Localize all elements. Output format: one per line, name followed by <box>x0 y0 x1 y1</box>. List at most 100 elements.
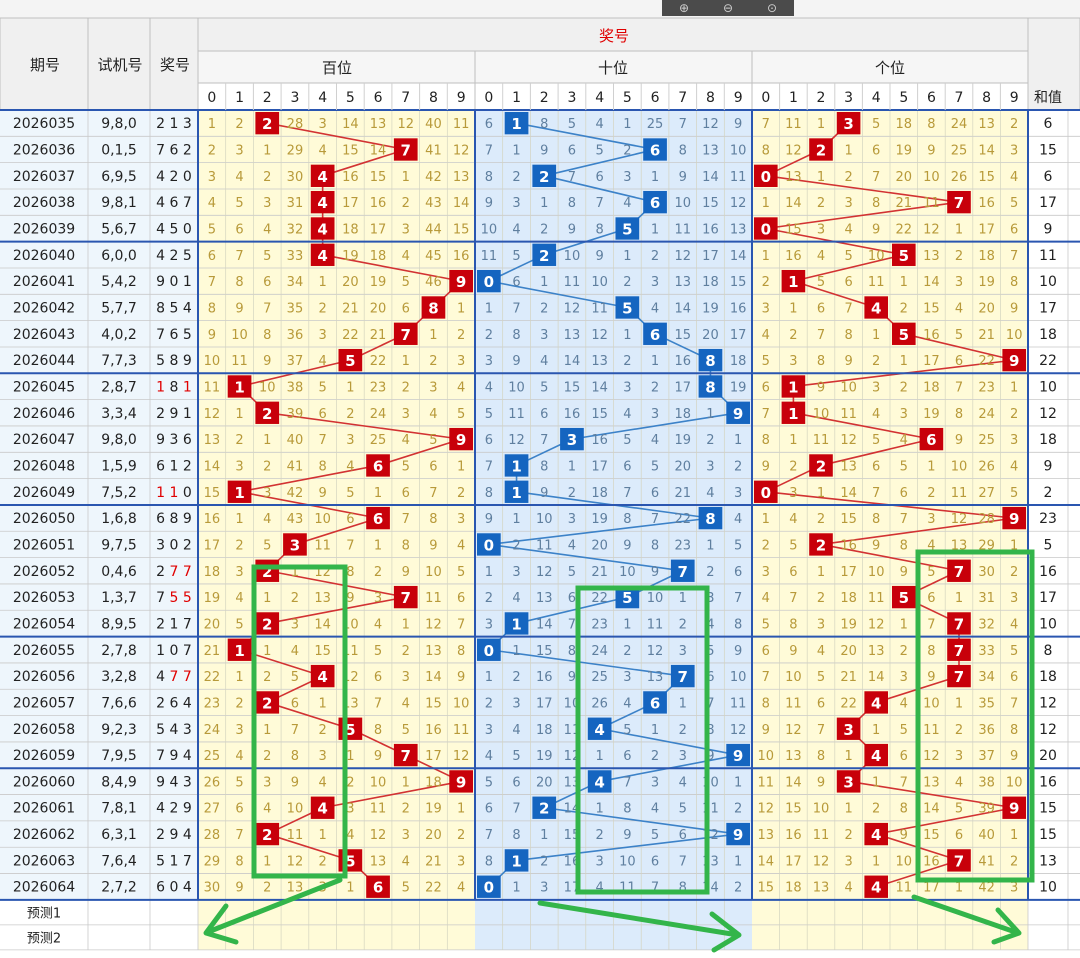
miss-count: 11 <box>204 380 221 395</box>
miss-count: 2 <box>817 512 825 527</box>
miss-count: 2 <box>374 565 382 580</box>
miss-count: 8 <box>319 459 327 474</box>
miss-count: 1 <box>457 301 465 316</box>
sum-value: 16 <box>1039 774 1057 790</box>
miss-count: 14 <box>674 301 691 316</box>
miss-count: 16 <box>785 828 802 843</box>
miss-count: 8 <box>512 828 520 843</box>
miss-count: 13 <box>730 222 747 237</box>
hit-digit: 5 <box>345 852 355 870</box>
trend-line <box>820 438 932 467</box>
miss-count: 39 <box>978 802 995 817</box>
trend-line <box>267 122 406 151</box>
hit-cell <box>864 875 888 898</box>
zoom-out-icon[interactable]: ⊖ <box>722 1 734 15</box>
miss-count: 7 <box>596 196 604 211</box>
miss-count: 2 <box>346 775 354 790</box>
trial-number: 2,7,2 <box>101 880 137 896</box>
miss-count: 36 <box>978 723 995 738</box>
miss-count: 5 <box>872 433 880 448</box>
hit-cell <box>477 875 501 898</box>
miss-count: 17 <box>730 328 747 343</box>
hit-digit: 2 <box>539 800 549 818</box>
hit-digit: 8 <box>705 510 715 528</box>
trend-line <box>820 517 1015 546</box>
trend-line <box>267 701 351 730</box>
miss-count: 17 <box>978 222 995 237</box>
miss-count: 11 <box>647 617 664 632</box>
miss-count: 13 <box>425 644 442 659</box>
miss-count: 1 <box>900 617 908 632</box>
miss-count: 8 <box>485 486 493 501</box>
miss-count: 2 <box>208 143 216 158</box>
miss-count: 7 <box>679 854 687 869</box>
miss-count: 10 <box>1006 775 1023 790</box>
miss-count: 3 <box>319 328 327 343</box>
issue-number: 2026060 <box>13 774 75 790</box>
hit-digit: 1 <box>788 378 798 396</box>
miss-count: 25 <box>591 670 608 685</box>
miss-count: 4 <box>762 328 770 343</box>
miss-count: 13 <box>453 170 470 185</box>
miss-count: 15 <box>204 486 221 501</box>
miss-count: 11 <box>536 538 553 553</box>
miss-count: 2 <box>263 170 271 185</box>
miss-count: 4 <box>374 617 382 632</box>
miss-count: 16 <box>342 170 359 185</box>
miss-count: 2 <box>900 644 908 659</box>
issue-number: 2026052 <box>13 564 75 580</box>
predict-label: 预测2 <box>27 931 61 946</box>
miss-count: 18 <box>674 407 691 422</box>
miss-count: 16 <box>978 196 995 211</box>
miss-count: 1 <box>927 459 935 474</box>
hit-digit: 4 <box>871 694 881 712</box>
miss-count: 3 <box>789 486 797 501</box>
miss-count: 7 <box>900 512 908 527</box>
digit-header: 5 <box>899 90 908 106</box>
miss-count: 1 <box>900 275 908 290</box>
miss-count: 26 <box>591 696 608 711</box>
miss-count: 7 <box>485 143 493 158</box>
miss-count: 14 <box>564 354 581 369</box>
miss-count: 10 <box>425 565 442 580</box>
miss-count: 3 <box>540 881 548 896</box>
miss-count: 17 <box>702 249 719 264</box>
miss-count: 32 <box>978 617 995 632</box>
miss-count: 8 <box>872 196 880 211</box>
miss-count: 9 <box>734 644 742 659</box>
miss-count: 2 <box>263 459 271 474</box>
sum-value: 15 <box>1039 801 1057 817</box>
miss-count: 9 <box>485 196 493 211</box>
hit-cell <box>615 585 640 609</box>
sum-value: 12 <box>1039 695 1057 711</box>
zoom-reset-icon[interactable]: ⊙ <box>766 1 778 15</box>
miss-count: 5 <box>1010 644 1018 659</box>
sum-value: 9 <box>1044 458 1053 474</box>
miss-count: 2 <box>817 591 825 606</box>
miss-count: 7 <box>900 775 908 790</box>
miss-count: 20 <box>674 459 691 474</box>
hit-digit: 1 <box>788 405 798 423</box>
miss-count: 1 <box>651 354 659 369</box>
miss-count: 2 <box>485 696 493 711</box>
hit-cell <box>643 691 667 714</box>
miss-count: 3 <box>457 354 465 369</box>
zoom-in-icon[interactable]: ⊕ <box>678 1 690 15</box>
miss-count: 3 <box>900 407 908 422</box>
sum-value: 16 <box>1039 564 1057 580</box>
miss-count: 3 <box>402 222 410 237</box>
miss-count: 5 <box>762 617 770 632</box>
annotation-arrow <box>537 900 742 953</box>
miss-count: 5 <box>817 275 825 290</box>
miss-count: 12 <box>508 433 525 448</box>
miss-count: 4 <box>208 196 216 211</box>
miss-count: 10 <box>619 854 636 869</box>
miss-count: 1 <box>789 301 797 316</box>
miss-count: 22 <box>425 881 442 896</box>
hit-cell <box>698 506 723 530</box>
miss-count: 3 <box>319 749 327 764</box>
miss-count: 2 <box>651 380 659 395</box>
miss-count: 11 <box>370 802 387 817</box>
hit-cell <box>310 664 335 688</box>
